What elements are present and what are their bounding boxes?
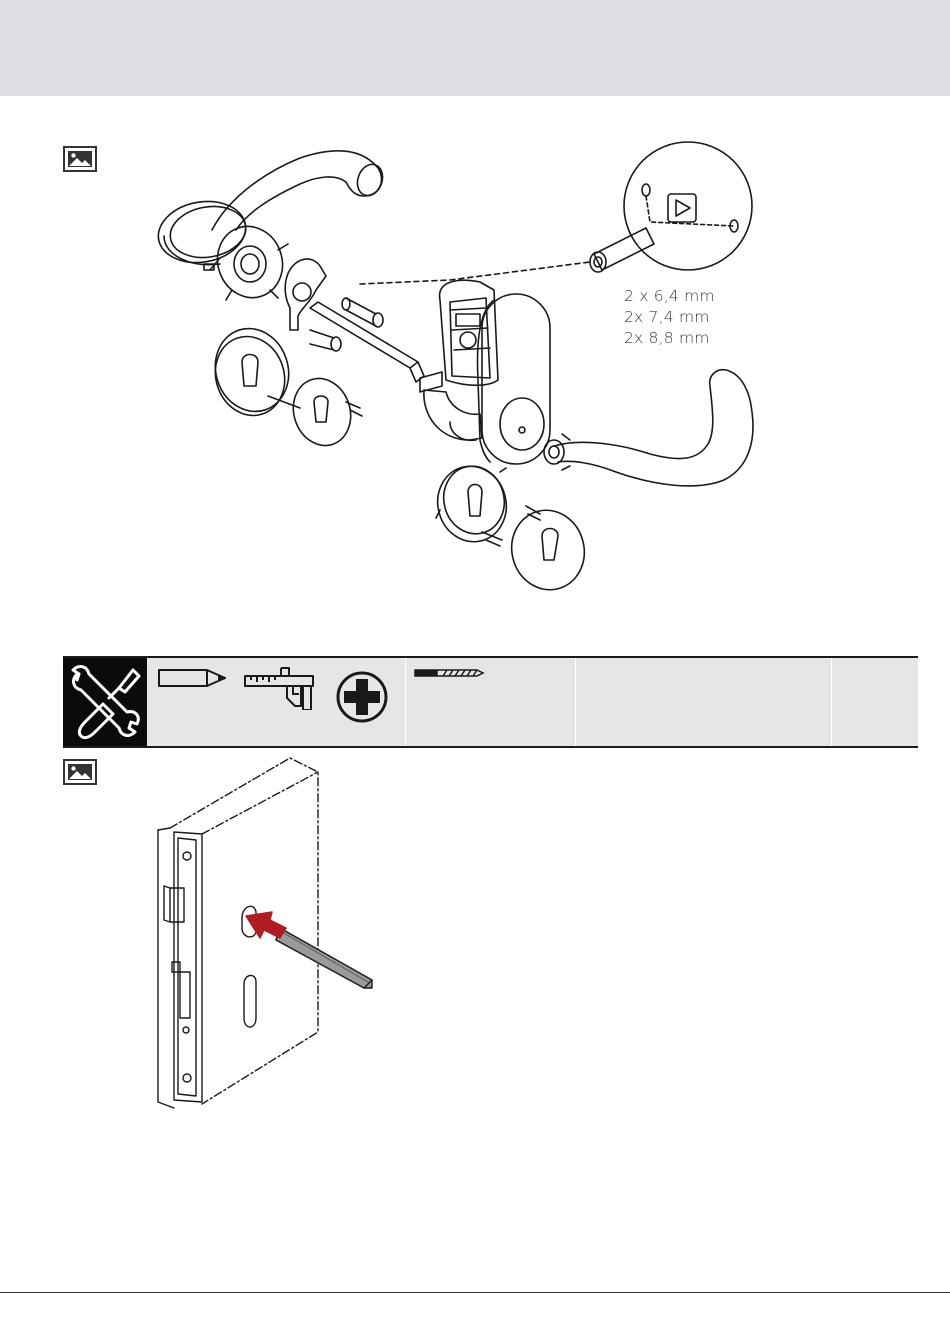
- tools-bar: [63, 656, 918, 748]
- image-placeholder-icon: [63, 146, 97, 172]
- caliper-icon: [243, 666, 315, 715]
- dimension-1: 2 x 6,4 mm: [624, 286, 715, 307]
- tools-wrench-screwdriver-icon: [63, 658, 147, 746]
- door-spindle-insertion-figure: [150, 752, 390, 1112]
- spacer-dimensions: 2 x 6,4 mm 2x 7,4 mm 2x 8,8 mm: [624, 286, 715, 349]
- drill-bit-icon: [413, 666, 485, 684]
- image-placeholder-icon: [63, 759, 97, 785]
- pencil-icon: [157, 666, 229, 695]
- header-band: [0, 0, 950, 96]
- dimension-2: 2x 7,4 mm: [624, 307, 715, 328]
- lock-assembly-exploded-view: [150, 140, 770, 600]
- dimension-3: 2x 8,8 mm: [624, 328, 715, 349]
- footer-rule: [0, 1292, 950, 1293]
- phillips-screwdriver-icon: [335, 670, 389, 729]
